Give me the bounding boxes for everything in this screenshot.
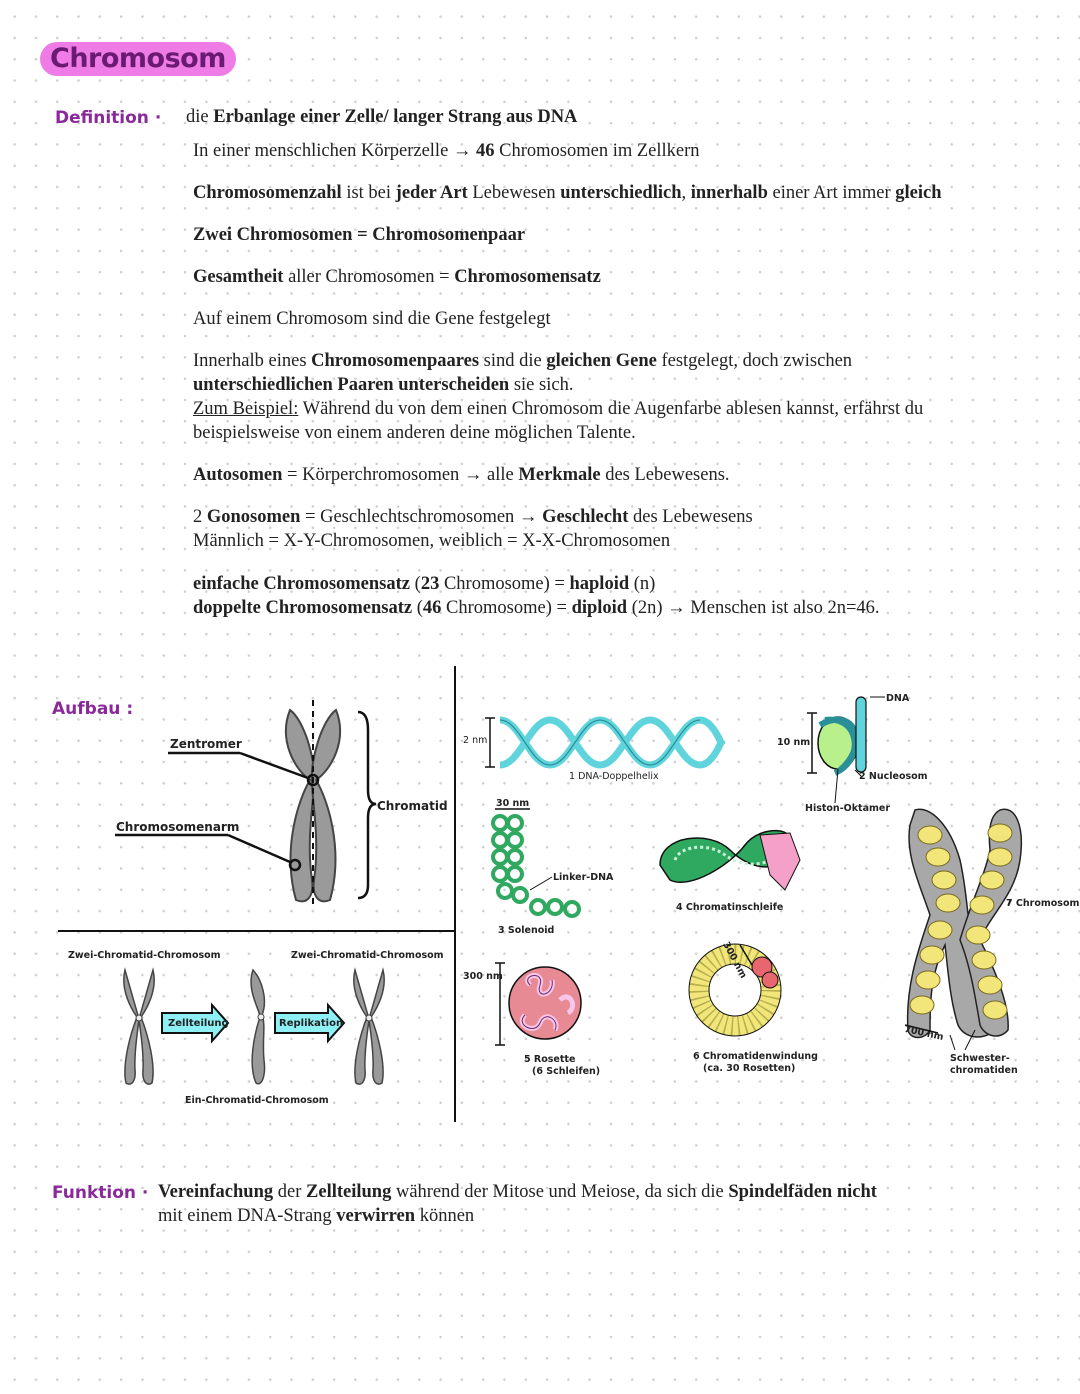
page-title: Chromosom bbox=[40, 42, 236, 76]
definition-line-15: doppelte Chromosomensatz (46 Chromosome)… bbox=[193, 598, 880, 618]
solenoid-label: 3 Solenoid bbox=[498, 925, 555, 936]
dna-label: DNA bbox=[886, 693, 910, 704]
definition-line-6: Auf einem Chromosom sind die Gene festge… bbox=[193, 309, 551, 329]
histon-label: Histon-Oktamer bbox=[805, 803, 891, 814]
rosette-label-2: (6 Schleifen) bbox=[532, 1066, 601, 1077]
zellteilung-label: Zellteilung bbox=[168, 1018, 229, 1029]
definition-line-7: Innerhalb eines Chromosomenpaares sind d… bbox=[193, 351, 853, 371]
funktion-label: Funktion · bbox=[52, 1183, 149, 1203]
definition-line-3: Chromosomenzahl ist bei jeder Art Lebewe… bbox=[193, 183, 942, 203]
definition-line-1: die Erbanlage einer Zelle/ langer Strang… bbox=[186, 107, 578, 127]
chromosom7-label: 7 Chromosom bbox=[1006, 898, 1080, 909]
definition-line-4: Zwei Chromosomen = Chromosomenpaar bbox=[193, 225, 526, 245]
chromatin-packaging-diagram bbox=[485, 696, 1022, 1051]
nm10-label: 10 nm bbox=[777, 737, 811, 748]
nucleosom-label: 2 Nucleosom bbox=[859, 771, 928, 782]
definition-line-5: Gesamtheit aller Chromosomen = Chromosom… bbox=[193, 267, 601, 287]
definition-line-10: beispielsweise von einem anderen deine m… bbox=[193, 423, 636, 443]
definition-line-11: Autosomen = Körperchromosomen → alle Mer… bbox=[193, 465, 730, 485]
replikation-label: Replikation bbox=[279, 1018, 344, 1029]
nm30-label: 30 nm bbox=[496, 798, 530, 809]
schleife-label: 4 Chromatinschleife bbox=[676, 902, 784, 913]
windung-label-1: 6 Chromatidenwindung bbox=[693, 1051, 818, 1062]
chromatid-label: Chromatid bbox=[377, 799, 448, 813]
nm2-label: 2 nm bbox=[463, 735, 488, 746]
definition-line-8: unterschiedlichen Paaren unterscheiden s… bbox=[193, 375, 574, 395]
definition-label: Definition · bbox=[55, 108, 162, 128]
zwei-chromatid-left-label: Zwei-Chromatid-Chromosom bbox=[68, 950, 221, 961]
definition-line-12: 2 Gonosomen = Geschlechtschromosomen → G… bbox=[193, 507, 753, 527]
windung-label-2: (ca. 30 Rosetten) bbox=[703, 1063, 796, 1074]
nm300-label: 300 nm bbox=[463, 971, 503, 982]
chromosome-structure-diagram bbox=[115, 700, 377, 905]
linker-label: Linker-DNA bbox=[553, 872, 614, 883]
vertical-divider bbox=[454, 666, 456, 1122]
zwei-chromatid-right-label: Zwei-Chromatid-Chromosom bbox=[291, 950, 444, 961]
funktion-line-1: Vereinfachung der Zellteilung während de… bbox=[158, 1182, 877, 1202]
schwester-label-2: chromatiden bbox=[950, 1065, 1018, 1076]
zentromer-label: Zentromer bbox=[170, 737, 242, 751]
chromosomenarm-label: Chromosomenarm bbox=[116, 820, 240, 834]
replication-diagram bbox=[123, 967, 385, 1085]
aufbau-label: Aufbau : bbox=[52, 699, 134, 719]
funktion-line-2: mit einem DNA-Strang verwirren können bbox=[158, 1206, 475, 1226]
schwester-label-1: Schwester- bbox=[950, 1053, 1010, 1064]
doppelhelix-label: 1 DNA-Doppelhelix bbox=[569, 771, 659, 782]
definition-line-13: Männlich = X-Y-Chromosomen, weiblich = X… bbox=[193, 531, 671, 551]
rosette-label-1: 5 Rosette bbox=[524, 1054, 576, 1065]
horizontal-divider bbox=[58, 930, 454, 932]
definition-line-2: In einer menschlichen Körperzelle → 46 C… bbox=[193, 141, 700, 161]
ein-chromatid-label: Ein-Chromatid-Chromosom bbox=[185, 1095, 329, 1106]
definition-line-14: einfache Chromosomensatz (23 Chromosome)… bbox=[193, 574, 656, 594]
definition-line-9: Zum Beispiel: Während du von dem einen C… bbox=[193, 399, 924, 419]
